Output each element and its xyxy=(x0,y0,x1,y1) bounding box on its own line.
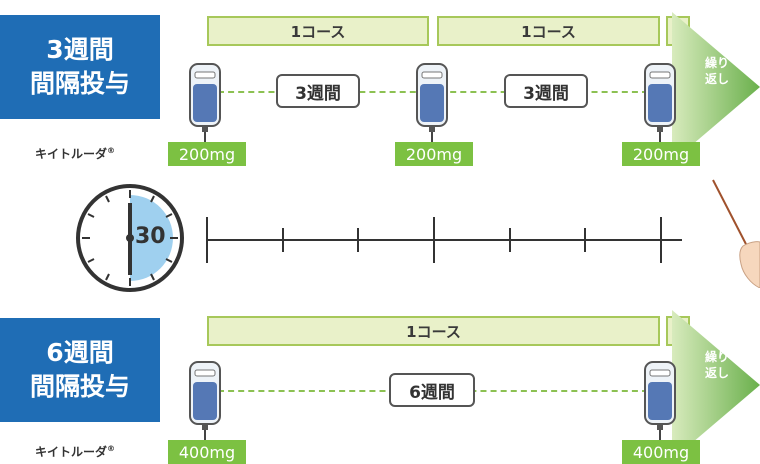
q6w-drug-label: キイトルーダ® xyxy=(35,443,115,460)
q6w-course-bar: 1コース xyxy=(207,316,660,346)
dose-value: 400mg xyxy=(178,442,236,462)
registered-mark: ® xyxy=(107,146,116,155)
interval-label: 6週間 xyxy=(409,382,455,403)
q3w-repeat-label: 繰り 返し xyxy=(700,55,734,87)
drug-name: キイトルーダ xyxy=(35,445,108,459)
q6w-dose-badge-1: 400mg xyxy=(168,440,246,464)
dose-value: 200mg xyxy=(178,144,236,164)
timeline-tick xyxy=(660,217,662,263)
q3w-title-box: 3週間 間隔投与 xyxy=(0,15,160,119)
timeline-tick xyxy=(206,217,208,263)
iv-bag-icon xyxy=(189,361,221,444)
timeline-tick xyxy=(357,228,359,252)
timeline-tick xyxy=(509,228,511,252)
q3w-repeat-arrow xyxy=(672,12,760,162)
interval-label: 3週間 xyxy=(523,83,569,104)
iv-bag-icon xyxy=(644,361,676,444)
drug-name: キイトルーダ xyxy=(35,147,108,161)
timeline-tick xyxy=(584,228,586,252)
q3w-course-bar-2: 1コース xyxy=(437,16,660,46)
clock-minutes: 30 xyxy=(135,224,166,249)
timeline-axis xyxy=(207,239,682,241)
q3w-title-line1: 3週間 xyxy=(46,35,114,64)
q3w-dose-badge-3: 200mg xyxy=(622,142,700,166)
repeat-line2: 返し xyxy=(704,366,729,380)
q3w-dose-badge-2: 200mg xyxy=(395,142,473,166)
course-label: 1コース xyxy=(406,322,461,341)
q6w-dose-badge-2: 400mg xyxy=(622,440,700,464)
repeat-line2: 返し xyxy=(704,72,729,86)
timeline-tick xyxy=(433,217,435,263)
timeline-tick xyxy=(282,228,284,252)
iv-bag-icon xyxy=(189,63,221,146)
course-label: 1コース xyxy=(521,22,576,41)
q6w-interval-box: 6週間 xyxy=(389,373,475,407)
repeat-line1: 繰り xyxy=(704,56,729,70)
q3w-interval-box-2: 3週間 xyxy=(504,74,588,108)
q6w-title-line2: 間隔投与 xyxy=(29,372,130,401)
iv-bag-icon xyxy=(416,63,448,146)
q6w-title-line1: 6週間 xyxy=(46,338,114,367)
clock-icon xyxy=(76,184,184,292)
q3w-drug-label: キイトルーダ® xyxy=(35,145,115,162)
iv-bag-icon xyxy=(644,63,676,146)
q3w-title-line2: 間隔投与 xyxy=(29,69,130,98)
dose-value: 200mg xyxy=(632,144,690,164)
q6w-repeat-label: 繰り 返し xyxy=(700,349,734,381)
dose-value: 200mg xyxy=(405,144,463,164)
interval-label: 3週間 xyxy=(295,83,341,104)
q3w-interval-box-1: 3週間 xyxy=(276,74,360,108)
repeat-line1: 繰り xyxy=(704,350,729,364)
q6w-title-box: 6週間 間隔投与 xyxy=(0,318,160,422)
q3w-course-bar-1: 1コース xyxy=(207,16,429,46)
dose-value: 400mg xyxy=(632,442,690,462)
registered-mark: ® xyxy=(107,444,116,453)
pointing-hand-icon xyxy=(712,179,760,288)
q3w-dose-badge-1: 200mg xyxy=(168,142,246,166)
q6w-repeat-arrow xyxy=(672,310,760,460)
course-label: 1コース xyxy=(290,22,346,41)
